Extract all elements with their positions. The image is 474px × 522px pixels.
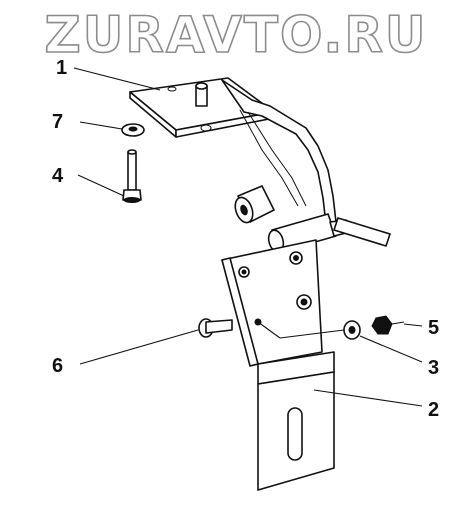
washer-7 <box>121 123 145 137</box>
callout-1: 1 <box>56 57 67 79</box>
bracket-slot <box>287 407 303 461</box>
callout-labels: 1 7 4 5 6 3 2 <box>52 57 439 421</box>
washer-3 <box>343 320 361 340</box>
callout-2: 2 <box>428 399 439 421</box>
lever-extension <box>333 217 391 247</box>
watermark-text: ZURAVTO.RU <box>45 6 428 64</box>
nut-5 <box>371 315 405 335</box>
callout-5: 5 <box>428 317 439 339</box>
callout-4: 4 <box>52 165 64 187</box>
arm-bushing <box>234 185 275 224</box>
callout-6: 6 <box>52 355 63 377</box>
callout-7: 7 <box>52 111 63 133</box>
pedal-assembly <box>129 77 391 253</box>
bolt-6 <box>198 318 233 338</box>
bolt-4 <box>122 149 142 203</box>
leader-lines <box>73 67 423 407</box>
callout-3: 3 <box>428 357 439 379</box>
mounting-bracket <box>221 239 335 491</box>
